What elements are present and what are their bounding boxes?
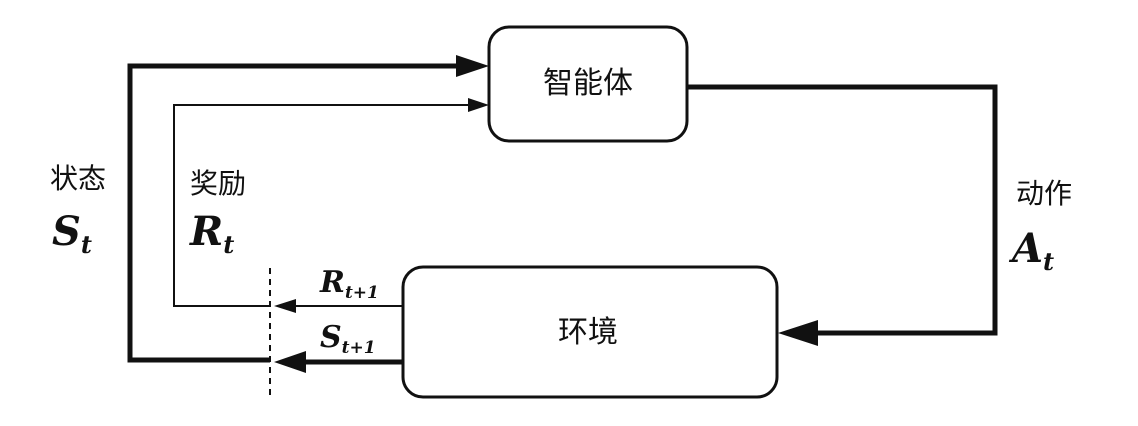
action-label: 动作	[1016, 177, 1072, 210]
action-path	[687, 84, 998, 336]
reward-path	[173, 104, 470, 307]
state-label: 状态	[50, 162, 106, 195]
next-state-symbol: St+1	[320, 320, 376, 358]
action-symbol: At	[1008, 225, 1054, 276]
reward-label: 奖励	[190, 167, 246, 200]
next-reward-arrowhead	[274, 299, 296, 313]
reward-symbol: Rt	[189, 208, 234, 259]
reward-arrowhead	[468, 98, 489, 112]
environment-box	[401, 265, 779, 399]
next-state-arrowhead	[274, 351, 306, 373]
state-arrowhead	[456, 55, 489, 77]
agent-box	[487, 25, 689, 143]
next-reward-symbol: Rt+1	[319, 265, 379, 303]
action-arrowhead	[778, 320, 818, 346]
state-symbol: St	[52, 208, 92, 259]
environment-label: 环境	[558, 315, 618, 350]
state-path	[127, 63, 458, 363]
agent-label: 智能体	[543, 66, 633, 101]
